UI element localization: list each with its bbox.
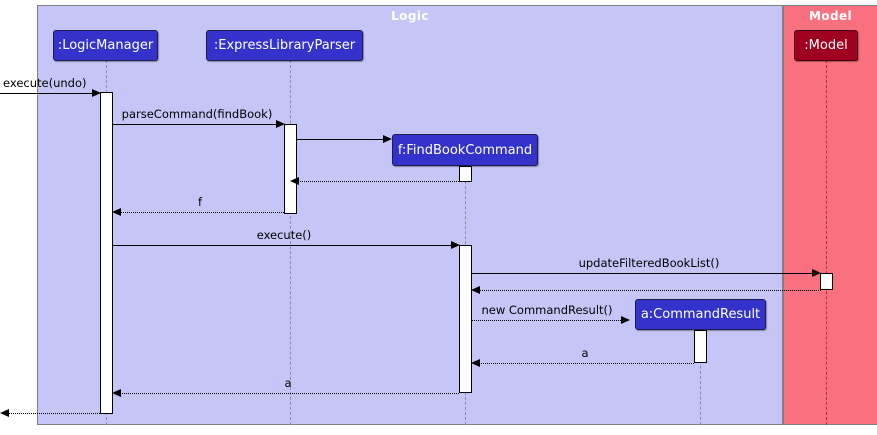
activation-logic-manager: [100, 92, 113, 414]
message-label-return-a-command-result: a: [581, 346, 589, 360]
message-line-parse-command: [113, 124, 280, 125]
activation-command-result: [694, 330, 707, 363]
message-label-return-a-logic-manager: a: [284, 376, 292, 390]
message-line-return-a-command-result: [475, 363, 694, 364]
message-arrowhead-return-a-command-result: [471, 359, 480, 367]
message-label-execute-undo: execute(undo): [3, 76, 87, 90]
message-line-return-actor: [4, 413, 100, 414]
message-line-update-filtered-book-list: [472, 273, 816, 274]
message-line-create-find-book-command: [297, 139, 387, 140]
package-logic: Logic: [37, 5, 783, 425]
message-arrowhead-execute-undo: [92, 89, 101, 97]
participant-find-book-command-label: f:FindBookCommand: [397, 142, 533, 158]
message-arrowhead-return-a-logic-manager: [112, 389, 121, 397]
participant-model[interactable]: :Model: [794, 30, 858, 61]
message-arrowhead-create-find-book-command: [383, 135, 392, 143]
package-model-title: Model: [808, 9, 853, 23]
message-label-execute: execute(): [256, 228, 312, 242]
message-label-update-filtered-book-list: updateFilteredBookList(): [578, 256, 720, 270]
message-line-execute: [113, 245, 455, 246]
participant-logic-manager-label: :LogicManager: [57, 38, 154, 53]
message-line-execute-undo: [0, 93, 96, 94]
message-label-new-command-result: new CommandResult(): [481, 303, 613, 317]
lifeline-command-result: [700, 330, 701, 425]
package-model: Model: [783, 5, 877, 425]
participant-find-book-command[interactable]: f:FindBookCommand: [392, 134, 538, 166]
message-line-new-command-result: [472, 320, 625, 321]
message-arrowhead-return-find-book-command: [290, 177, 299, 185]
message-arrowhead-update-filtered-book-list: [812, 269, 821, 277]
activation-parser: [284, 124, 297, 214]
participant-logic-manager[interactable]: :LogicManager: [53, 30, 158, 61]
participant-command-result[interactable]: a:CommandResult: [635, 299, 766, 330]
message-label-parse-command: parseCommand(findBook): [121, 107, 273, 121]
message-line-return-model: [475, 290, 821, 291]
activation-find-book-command-create: [459, 166, 472, 182]
package-logic-title: Logic: [391, 9, 429, 23]
participant-express-library-parser[interactable]: :ExpressLibraryParser: [206, 30, 363, 61]
participant-model-label: :Model: [804, 38, 848, 53]
activation-find-book-command-execute: [459, 245, 472, 393]
message-arrowhead-parse-command: [276, 120, 285, 128]
participant-command-result-label: a:CommandResult: [640, 307, 761, 322]
message-line-return-a-logic-manager: [116, 393, 459, 394]
lifeline-parser: [290, 60, 291, 425]
message-label-return-f: f: [197, 195, 203, 209]
message-line-return-find-book-command: [293, 181, 465, 182]
message-line-return-f: [116, 212, 284, 213]
message-arrowhead-return-actor: [0, 409, 9, 417]
participant-express-library-parser-label: :ExpressLibraryParser: [213, 38, 356, 53]
lifeline-model: [826, 60, 827, 425]
message-arrowhead-execute: [451, 241, 460, 249]
message-arrowhead-new-command-result: [621, 316, 630, 324]
message-arrowhead-return-f: [112, 208, 121, 216]
message-arrowhead-return-model: [471, 286, 480, 294]
activation-model: [820, 273, 833, 290]
